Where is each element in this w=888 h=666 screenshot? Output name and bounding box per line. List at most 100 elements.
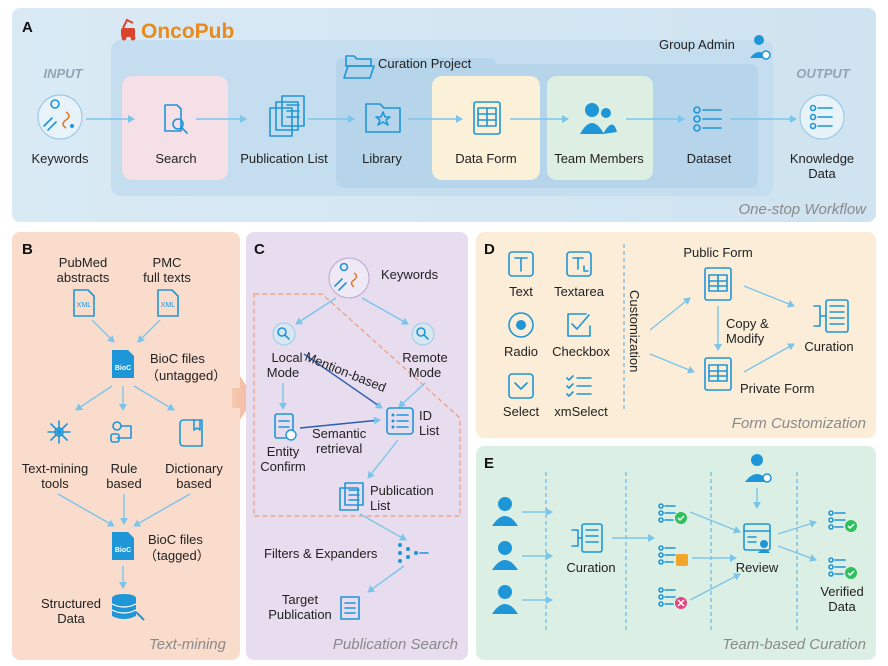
bioc-untagged-label-1: BioC files: [150, 351, 205, 366]
entry-edit-icon: [658, 545, 688, 566]
rule-based-icon: [110, 421, 132, 443]
curator-user-icon-1: [492, 497, 518, 526]
search-icon: [164, 104, 188, 134]
verified-label-2: Data: [828, 599, 856, 614]
target-publication-icon: [340, 596, 360, 620]
bioc-untagged-label-2: （untagged）: [146, 368, 226, 383]
panel-c: [246, 232, 468, 660]
svg-text:XML: XML: [161, 302, 176, 309]
dictionary-label-2: based: [176, 476, 211, 491]
local-mode-label-2: Mode: [267, 365, 300, 380]
team-members-label: Team Members: [554, 151, 644, 166]
xml-file-icon-1: XML: [73, 289, 95, 317]
xmselect-type-label: xmSelect: [554, 404, 608, 419]
bioc-untagged-icon: BioC: [112, 350, 134, 378]
dictionary-icon: [179, 419, 203, 447]
data-form-icon: [473, 101, 501, 135]
curator-user-icon-2: [492, 541, 518, 570]
pmc-label-1: PMC: [153, 255, 182, 270]
filters-label: Filters & Expanders: [264, 546, 378, 561]
public-form-label: Public Form: [683, 245, 752, 260]
remote-mode-label-1: Remote: [402, 350, 448, 365]
target-label-2: Publication: [268, 607, 332, 622]
select-type-label: Select: [503, 404, 540, 419]
search-scope-outline: [253, 293, 461, 517]
panel-b: [12, 232, 240, 660]
id-list-icon: [386, 407, 414, 435]
radio-type-label: Radio: [504, 344, 538, 359]
admin-gear-icon: [750, 35, 771, 60]
verified-icon-1: [828, 510, 857, 532]
group-admin-label: Group Admin: [659, 37, 735, 52]
curation-d-label: Curation: [804, 339, 853, 354]
text-mining-tools-icon: [47, 420, 71, 444]
publication-list-c-icon: [339, 482, 364, 511]
review-label: Review: [736, 560, 779, 575]
keywords-c-icon: [328, 257, 370, 299]
library-label: Library: [362, 151, 402, 166]
input-label: INPUT: [44, 66, 84, 81]
entry-rejected-icon: [658, 587, 687, 609]
id-list-label-1: ID: [419, 408, 432, 423]
admin-reviewer-icon: [745, 454, 772, 483]
filter-funnel-icon: [398, 543, 429, 563]
semantic-label-1: Semantic: [312, 426, 367, 441]
bioc-tagged-label-1: BioC files: [148, 532, 203, 547]
text-mining-label-1: Text-mining: [22, 461, 88, 476]
app-logo-text: OncoPub: [141, 20, 234, 43]
panel-a-footer: One-stop Workflow: [738, 201, 867, 218]
id-list-label-2: List: [419, 423, 440, 438]
radio-icon: [508, 312, 534, 338]
curation-e-label: Curation: [566, 560, 615, 575]
xml-file-icon-2: XML: [157, 289, 179, 317]
local-mode-label-1: Local: [271, 350, 302, 365]
textarea-icon: [566, 251, 592, 277]
bioc-tagged-icon: BioC: [112, 532, 134, 560]
panel-c-footer: Publication Search: [333, 636, 458, 653]
search-label: Search: [155, 151, 196, 166]
entity-confirm-label-1: Entity: [267, 444, 300, 459]
pubmed-label-1: PubMed: [59, 255, 107, 270]
text-type-label: Text: [509, 284, 533, 299]
publication-list-label: Publication List: [240, 151, 328, 166]
svg-text:XML: XML: [77, 302, 92, 309]
rule-label-1: Rule: [111, 461, 138, 476]
oncopub-logo-icon: [121, 18, 136, 41]
curation-e-icon: [571, 523, 603, 553]
local-mode-icon: [272, 322, 296, 346]
review-icon: [743, 523, 771, 553]
curator-user-icon-3: [492, 585, 518, 614]
database-icon: [111, 594, 145, 621]
publication-list-c-label-2: List: [370, 498, 391, 513]
checkbox-type-label: Checkbox: [552, 344, 610, 359]
panel-e-footer: Team-based Curation: [722, 636, 866, 653]
panel-c-letter: C: [254, 241, 265, 258]
knowledge-label-1: Knowledge: [790, 151, 854, 166]
team-members-icon: [580, 103, 617, 134]
data-form-label: Data Form: [455, 151, 516, 166]
knowledge-data-icon: [799, 94, 845, 140]
panel-e: [476, 446, 876, 660]
pmc-label-2: full texts: [143, 270, 191, 285]
data-form-step-bg: [432, 76, 540, 180]
panel-d-letter: D: [484, 241, 495, 258]
remote-mode-icon: [411, 322, 435, 346]
text-field-icon: [508, 251, 534, 277]
knowledge-label-2: Data: [808, 166, 836, 181]
pubmed-label-2: abstracts: [57, 270, 110, 285]
copy-modify-label-1: Copy &: [726, 316, 769, 331]
checkbox-icon: [567, 313, 591, 337]
curation-project-label: Curation Project: [378, 56, 472, 71]
verified-icon-2: [828, 557, 857, 579]
rule-label-2: based: [106, 476, 141, 491]
panel-e-letter: E: [484, 455, 494, 472]
publication-list-icon: [269, 95, 305, 137]
select-icon: [508, 373, 534, 399]
library-icon: [365, 103, 401, 133]
dataset-label: Dataset: [687, 151, 732, 166]
svg-text:BioC: BioC: [115, 365, 131, 372]
target-label-1: Target: [282, 592, 319, 607]
keywords-c-label: Keywords: [381, 267, 439, 282]
